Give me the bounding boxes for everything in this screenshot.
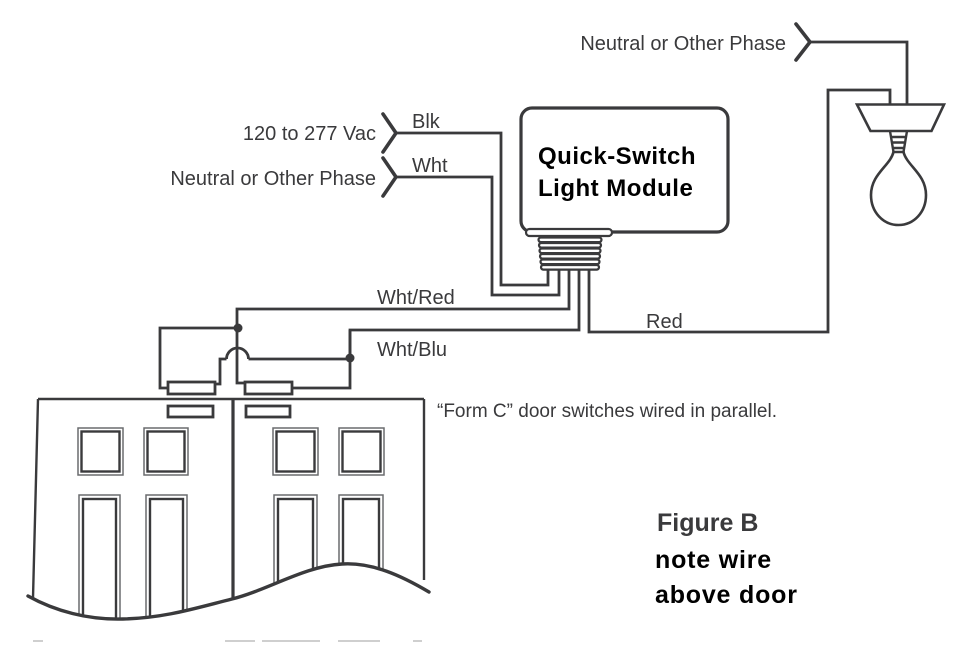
arrowhead-icon-left-neutral	[381, 156, 399, 198]
wire-wht-red	[235, 270, 571, 328]
wire-red	[587, 88, 892, 334]
door-plate-left	[166, 404, 215, 419]
bulb-screw-threads	[888, 130, 909, 153]
truncated-artifact	[413, 640, 422, 642]
module-title-line2: Light Module	[538, 175, 693, 202]
light-bulb-icon	[869, 150, 928, 227]
label-neutral-top: Neutral or Other Phase	[580, 33, 786, 55]
torn-edge-wave	[26, 562, 431, 621]
wire-switch-right-feed	[235, 328, 245, 385]
label-wire-blk: Blk	[412, 111, 441, 133]
figure-note-line2: above door	[655, 581, 798, 609]
door-switch-left	[166, 380, 217, 396]
label-wire-wht-red: Wht/Red	[377, 287, 455, 309]
light-fixture	[854, 103, 947, 227]
wire-switch-left-feed	[158, 326, 238, 390]
quick-switch-module-box	[519, 106, 730, 234]
fixture-canopy	[854, 103, 947, 133]
wire-hop-arc	[225, 346, 250, 360]
wire-neutral-top	[810, 40, 909, 106]
label-neutral-left: Neutral or Other Phase	[170, 168, 376, 190]
door-switch-right	[243, 380, 294, 396]
door-lower-panels	[78, 494, 384, 620]
label-wire-wht: Wht	[412, 155, 448, 177]
wire-wht	[396, 175, 561, 297]
figure-caption: Figure B	[657, 509, 758, 537]
arrowhead-icon-vac	[381, 112, 399, 154]
label-wire-wht-blu: Wht/Blu	[377, 339, 447, 361]
wire-blk	[396, 131, 550, 287]
figure-note-line1: note wire	[655, 546, 772, 574]
truncated-artifact	[33, 640, 43, 642]
junction-dot-b	[345, 353, 355, 363]
junction-dot-a	[233, 323, 243, 333]
truncated-artifact	[338, 640, 380, 642]
door-frame	[31, 397, 426, 599]
door-upper-panels	[77, 427, 385, 476]
label-vac: 120 to 277 Vac	[243, 123, 376, 145]
module-title-line1: Quick-Switch	[538, 143, 696, 170]
label-switch-note: “Form C” door switches wired in parallel…	[437, 401, 777, 422]
truncated-artifact	[262, 640, 320, 642]
arrowhead-icon-top-neutral	[794, 22, 813, 62]
door-plate-right	[244, 404, 292, 419]
wire-switch-return-left	[214, 357, 350, 386]
conduit-threads	[524, 227, 614, 271]
truncated-artifact	[225, 640, 255, 642]
double-doors	[31, 397, 426, 620]
wire-switch-return-right	[292, 330, 352, 390]
label-wire-red: Red	[646, 311, 683, 333]
